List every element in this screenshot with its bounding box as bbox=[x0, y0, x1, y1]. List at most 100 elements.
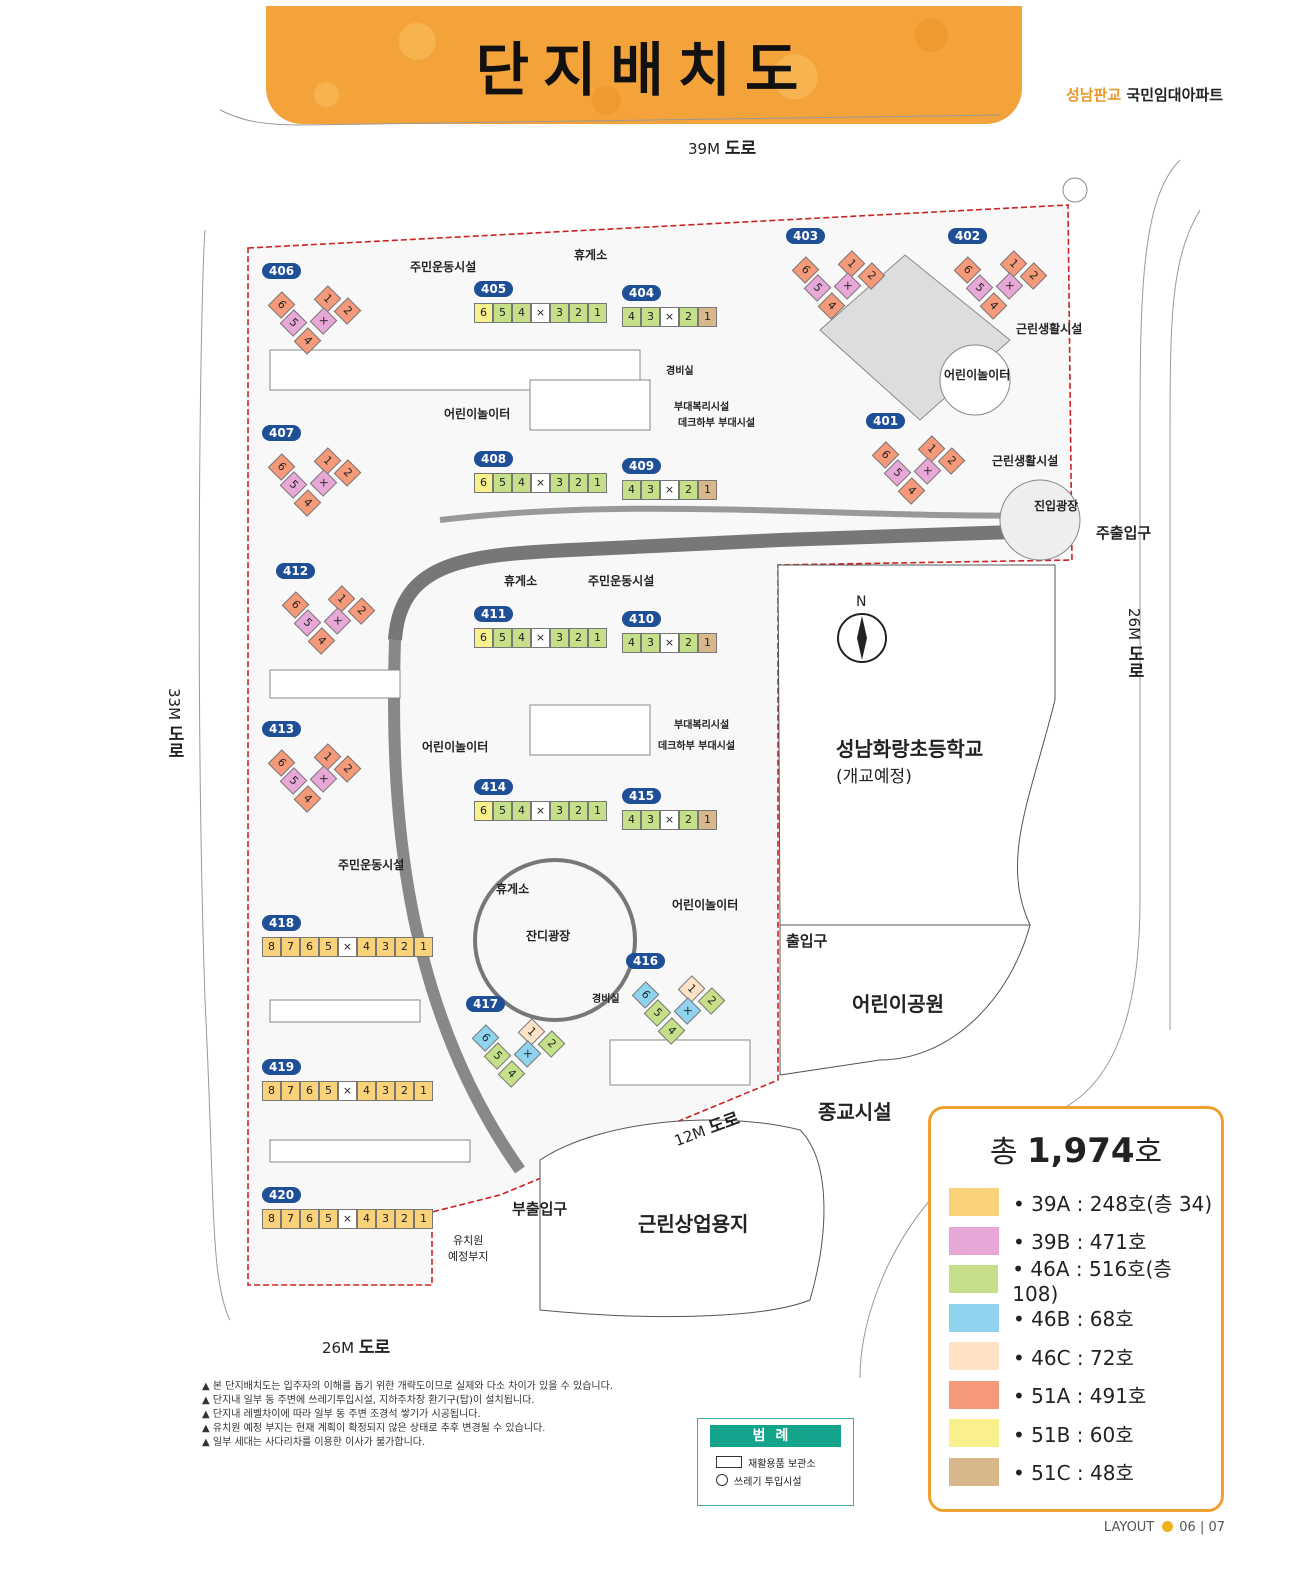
guard-label-2: 경비실 bbox=[592, 994, 620, 1005]
legend-row-51b: • 51B : 60호 bbox=[949, 1419, 1134, 1447]
unit-cell: 1 bbox=[414, 1081, 433, 1101]
legend-text: • 46C : 72호 bbox=[1013, 1345, 1134, 1370]
legend-swatch bbox=[949, 1226, 999, 1255]
unit-cell: 1 bbox=[698, 307, 717, 327]
welfare-label-2: 부대복리시설 bbox=[674, 720, 730, 731]
road-left: 33M 도로 bbox=[162, 688, 187, 759]
unit-cell: 3 bbox=[641, 307, 660, 327]
unit-cell: 8 bbox=[262, 937, 281, 957]
legend-text: • 46B : 68호 bbox=[1013, 1307, 1134, 1331]
legend-row-46b: • 46B : 68호 bbox=[949, 1303, 1134, 1332]
deck-label-2: 데크하부 부대시설 bbox=[658, 741, 736, 752]
unit-cell: 3 bbox=[376, 1081, 395, 1101]
legend-text: • 39B : 471호 bbox=[1013, 1230, 1147, 1254]
unit-cell: 2 bbox=[569, 303, 588, 323]
building-number: 408 bbox=[474, 451, 514, 467]
unit-cell: 4 bbox=[357, 1081, 376, 1101]
school-note: (개교예정) bbox=[836, 767, 912, 787]
unit-cell: 8 bbox=[262, 1081, 281, 1101]
building-number: 417 bbox=[466, 996, 506, 1012]
unit-cell: 2 bbox=[395, 937, 414, 957]
building-number: 419 bbox=[262, 1059, 302, 1075]
unit-cell: 1 bbox=[414, 937, 433, 957]
title-banner: 단지배치도 bbox=[266, 6, 1022, 124]
rest-label-3: 휴게소 bbox=[496, 882, 530, 896]
unit-cell: 4 bbox=[357, 937, 376, 957]
school-label: 성남화랑초등학교 bbox=[836, 737, 984, 761]
road-left-label: 도로 bbox=[164, 724, 184, 759]
legend-total: 총 1,974호 bbox=[931, 1127, 1221, 1171]
unit-cell: 1 bbox=[588, 801, 607, 821]
legend-total-prefix: 총 bbox=[989, 1135, 1018, 1170]
unit-cell: 5 bbox=[319, 1209, 338, 1229]
kindergarten-label: 유치원 예정부지 bbox=[448, 1234, 489, 1263]
building-number: 401 bbox=[866, 413, 906, 429]
unit-cell: 1 bbox=[414, 1209, 433, 1229]
unit-cell: 4 bbox=[512, 473, 531, 493]
road-bottom-width: 26M bbox=[322, 1339, 355, 1357]
road-bottom-label: 도로 bbox=[358, 1338, 391, 1358]
building-number: 420 bbox=[262, 1187, 302, 1203]
symbol-legend: 범례 재활용품 보관소 쓰레기 투입시설 bbox=[697, 1418, 854, 1506]
main-entrance: 주출입구 bbox=[1096, 524, 1152, 542]
building-number: 412 bbox=[276, 563, 316, 579]
unit-cell: 2 bbox=[679, 633, 698, 653]
symbol-legend-title: 범례 bbox=[710, 1425, 841, 1447]
unit-cell: 6 bbox=[300, 937, 319, 957]
road-right: 26M 도로 bbox=[1122, 608, 1147, 679]
entrance-plaza-label: 진입광장 bbox=[1034, 499, 1079, 513]
recycle-icon bbox=[716, 1456, 742, 1468]
legend-row-51a: • 51A : 491호 bbox=[949, 1380, 1146, 1409]
unit-cell: × bbox=[531, 303, 550, 323]
floral-pattern bbox=[266, 6, 1022, 124]
page-title: 단지배치도 bbox=[475, 36, 813, 104]
unit-cell: × bbox=[660, 480, 679, 500]
unit-cell: 6 bbox=[474, 303, 493, 323]
playground-label-1: 어린이놀이터 bbox=[444, 407, 511, 421]
trash-icon bbox=[716, 1474, 728, 1486]
unit-cell: 3 bbox=[550, 801, 569, 821]
unit-cell: 7 bbox=[281, 937, 300, 957]
unit-cell: 1 bbox=[698, 480, 717, 500]
road-top-label: 도로 bbox=[724, 139, 757, 159]
legend-text: • 39A : 248호(층 34) bbox=[1013, 1191, 1213, 1216]
symbol-trash-row: 쓰레기 투입시설 bbox=[716, 1471, 853, 1489]
retail-label-1: 근린생활시설 bbox=[1016, 322, 1083, 336]
playground-label-4: 어린이놀이터 bbox=[672, 898, 739, 912]
legend-row-46a: • 46A : 516호(층 108) bbox=[949, 1257, 1221, 1306]
road-top: 39M 도로 bbox=[688, 134, 756, 159]
note-line: ▲ 본 단지배치도는 입주자의 이해를 돕기 위한 개략도이므로 실제와 다소 … bbox=[202, 1381, 613, 1392]
legend-swatch bbox=[949, 1457, 999, 1486]
sports-label-1: 주민운동시설 bbox=[410, 260, 477, 274]
unit-cell: 1 bbox=[588, 628, 607, 648]
unit-cell: 3 bbox=[376, 1209, 395, 1229]
unit-cell: × bbox=[338, 1081, 357, 1101]
unit-cell: × bbox=[660, 633, 679, 653]
unit-cell: 4 bbox=[622, 307, 641, 327]
unit-cell: 6 bbox=[474, 473, 493, 493]
gate-entrance: 출입구 bbox=[786, 932, 828, 950]
unit-cell: 5 bbox=[319, 937, 338, 957]
building-number: 406 bbox=[262, 263, 302, 279]
